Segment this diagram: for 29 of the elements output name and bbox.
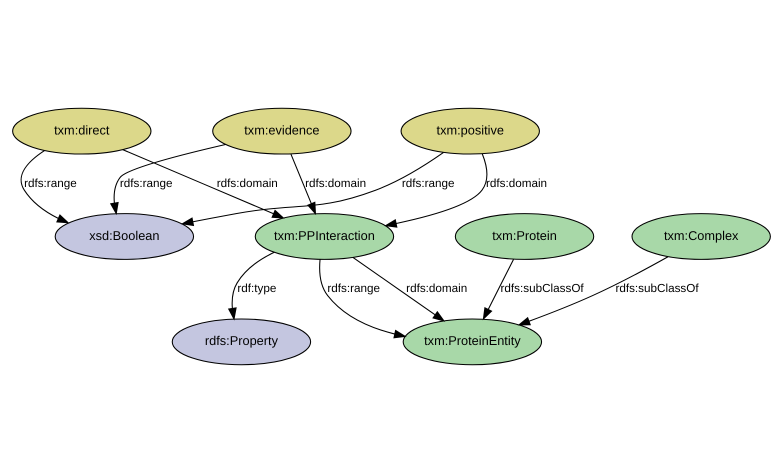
edge-label: rdf:type <box>237 282 276 295</box>
edge-label: rdfs:range <box>327 282 380 295</box>
arrow <box>482 258 514 320</box>
node-ellipse: txm:direct <box>12 107 152 154</box>
edge-label: rdfs:range <box>120 176 172 190</box>
node-ellipse: txm:positive <box>400 107 540 154</box>
node-ellipse: txm:Complex <box>631 212 771 260</box>
arrow <box>517 256 668 325</box>
arrow <box>352 256 446 322</box>
node-ellipse: txm:PPInteraction <box>254 212 394 260</box>
edge-label: rdfs:range <box>402 176 455 190</box>
arrow <box>180 152 444 226</box>
arrow <box>384 153 488 228</box>
node-ellipse: txm:Protein <box>454 212 594 260</box>
node-ellipse: txm:ProteinEntity <box>402 318 542 365</box>
edge-label: rdfs:subClassOf <box>615 282 699 295</box>
arrow <box>122 148 285 218</box>
arrow <box>228 251 275 320</box>
edge-label: rdfs:domain <box>216 176 278 190</box>
edge-label: rdfs:range <box>24 176 77 190</box>
edge-label: rdfs:domain <box>406 282 468 295</box>
arrow <box>110 143 226 215</box>
edge-label: rdfs:domain <box>305 176 366 190</box>
arrow <box>319 258 407 338</box>
node-ellipse: rdfs:Property <box>172 318 312 365</box>
node-ellipse: txm:evidence <box>212 107 352 154</box>
edge-label: rdfs:domain <box>486 176 548 190</box>
arrow <box>20 150 70 223</box>
edge-label: rdfs:subClassOf <box>500 282 584 295</box>
